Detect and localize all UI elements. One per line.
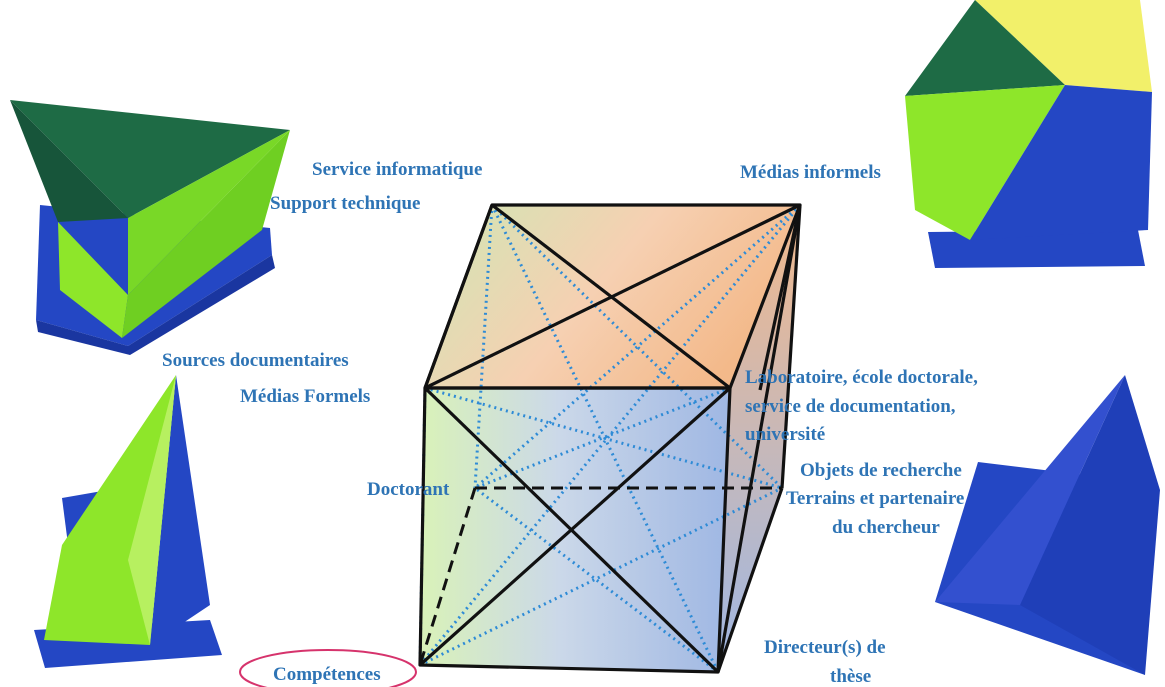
hidden-edges [418, 486, 782, 666]
label-laboratoire-line2: service de documentation, [745, 396, 956, 417]
label-support-technique: Support technique [270, 193, 420, 214]
label-terrains-line2: du chercheur [832, 517, 940, 538]
competences-highlight-ellipse [239, 649, 417, 687]
visible-edges [418, 203, 802, 674]
tetrahedron-photo-top-right [905, 0, 1152, 268]
label-medias-formels: Médias Formels [240, 386, 370, 407]
tetrahedron-photo-top-left [10, 100, 290, 355]
label-competences: Compétences [273, 664, 381, 685]
label-service-informatique: Service informatique [312, 159, 482, 180]
label-objets-de-recherche: Objets de recherche [800, 460, 962, 481]
label-laboratoire-line1: Laboratoire, école doctorale, [745, 367, 978, 388]
label-laboratoire-line3: université [745, 424, 825, 445]
label-terrains-line1: Terrains et partenaire [786, 488, 964, 509]
label-directeur-line2: thèse [830, 666, 871, 687]
label-medias-informels: Médias informels [740, 162, 881, 183]
label-sources-documentaires: Sources documentaires [162, 350, 349, 371]
tetrahedron-photo-bottom-left [34, 375, 222, 668]
cube-diagram [418, 203, 802, 674]
tetrahedron-photo-bottom-right [935, 375, 1160, 675]
label-directeur-line1: Directeur(s) de [764, 637, 886, 658]
label-doctorant: Doctorant [367, 479, 450, 500]
